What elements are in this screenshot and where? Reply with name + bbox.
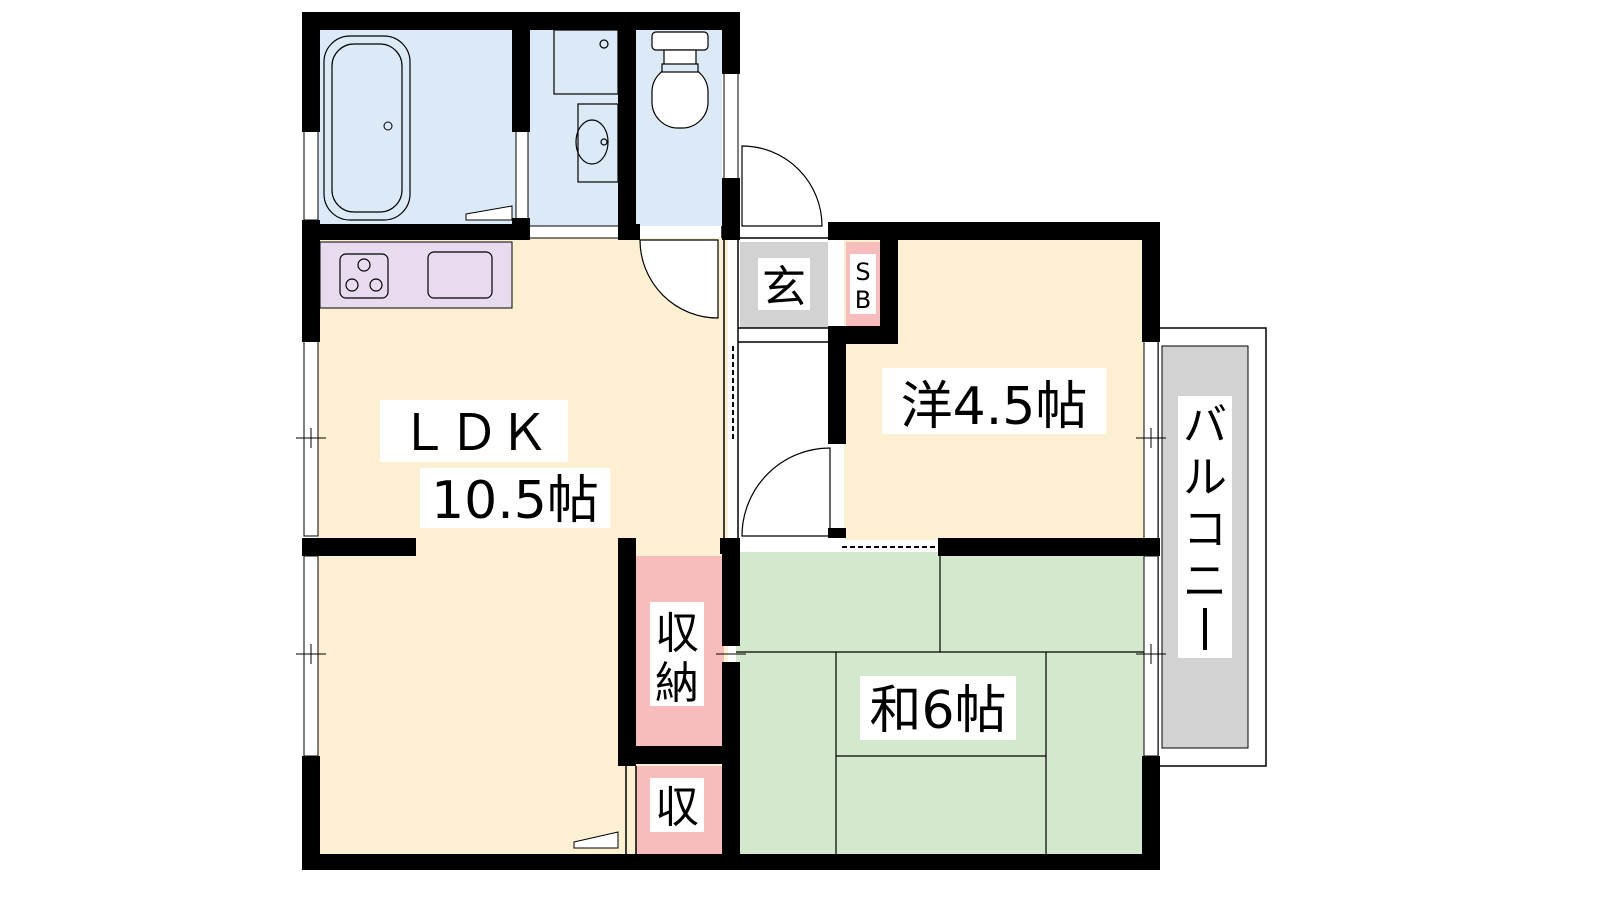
small-storage-label: 収 (655, 782, 699, 833)
storage-label-bottom: 納 (655, 658, 699, 709)
thin-partitions (625, 226, 828, 854)
bathroom-floor (318, 28, 518, 226)
ldk-name-label: ＬＤＫ (399, 404, 549, 462)
ldk-label-bg (380, 400, 568, 462)
window-ticks (296, 428, 1166, 664)
door-swings (639, 145, 831, 537)
kitchen-counter (319, 241, 513, 309)
tatami-lines (736, 552, 1144, 856)
entrance-label: 玄 (762, 262, 806, 313)
ldk-size-label: 10.5帖 (431, 471, 599, 531)
toilet-icon (651, 31, 709, 129)
balcony-char-1: バ (1183, 400, 1227, 451)
washbasin-icon (553, 29, 619, 183)
stove-icon (339, 253, 389, 299)
balcony-char-4: ニ (1183, 556, 1227, 607)
windows (303, 71, 1159, 757)
storage-label-top: 収 (655, 608, 699, 659)
balcony-char-2: ル (1183, 452, 1227, 503)
shoe-box-label-s: S (855, 258, 870, 286)
western-room-label: 洋4.5帖 (901, 377, 1088, 437)
entrance-label-bg (758, 258, 810, 310)
balcony-char-3: コ (1183, 504, 1227, 555)
ldk-size-label-bg (420, 468, 610, 528)
walls (302, 12, 1160, 870)
sink-icon (427, 251, 493, 299)
shoe-box-label-b: B (855, 286, 871, 314)
japanese-room-label: 和6帖 (869, 681, 1006, 741)
small-storage-label-bg (650, 778, 704, 832)
bathtub-icon (323, 35, 411, 221)
western-label-bg (882, 368, 1106, 434)
storage-label-bg (650, 602, 704, 706)
sb-label-bg (850, 254, 876, 314)
japanese-label-bg (860, 676, 1016, 740)
storage-door-step (573, 831, 619, 849)
